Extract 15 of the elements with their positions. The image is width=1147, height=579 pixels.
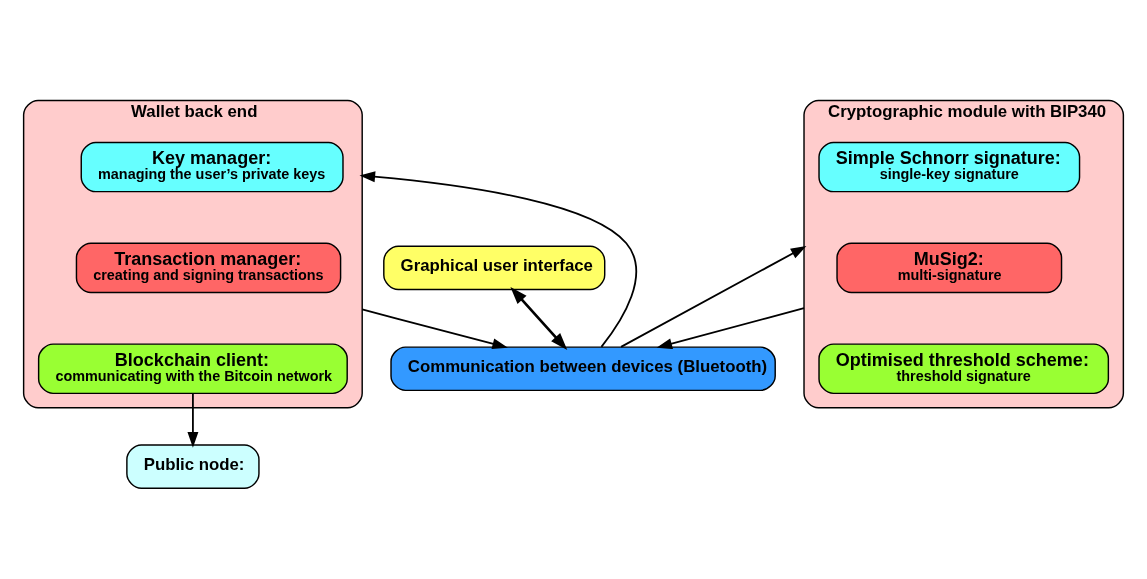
- arrow: [359, 171, 638, 348]
- node-box: Public node:: [126, 444, 260, 489]
- arrow: [510, 287, 568, 350]
- node-box: Optimised threshold scheme: threshold signature: [818, 343, 1110, 395]
- node-box: Graphical user interface: [383, 245, 606, 291]
- arrow: [187, 392, 199, 448]
- node-box: Communication between devices (Bluetooth): [390, 346, 776, 392]
- arrow: [656, 307, 805, 350]
- node-box: Transaction manager: creating and signing transactions: [75, 242, 342, 294]
- arrow: [620, 246, 807, 348]
- node-box: Key manager: managing the user’s private keys: [80, 141, 344, 193]
- node-box: Simple Schnorr signature: single-key signature: [818, 141, 1081, 193]
- arrow: [361, 308, 508, 350]
- node-box: Blockchain client: communicating with the Bitcoin network: [37, 343, 348, 395]
- node-box: MuSig2: multi-signature: [836, 242, 1063, 294]
